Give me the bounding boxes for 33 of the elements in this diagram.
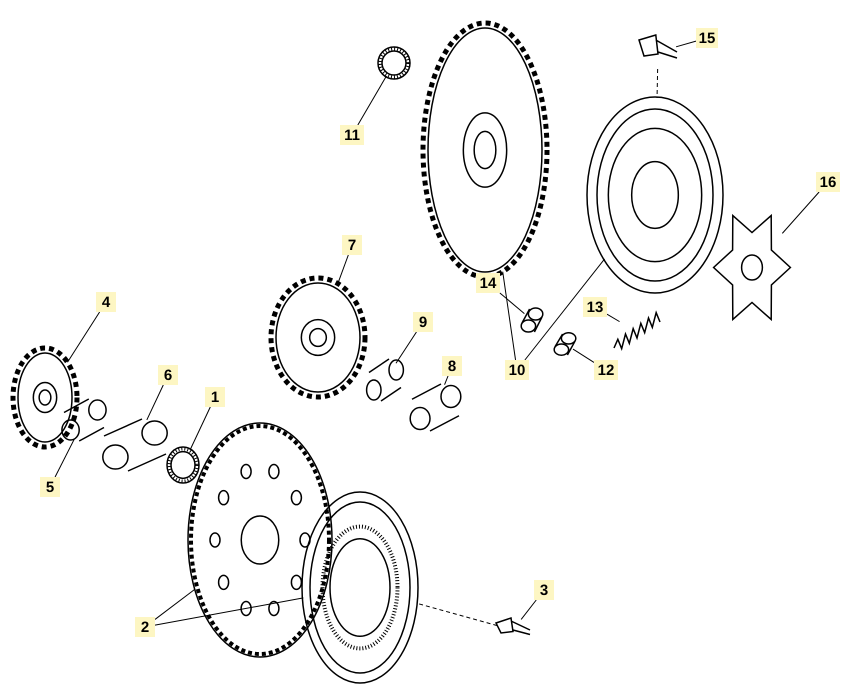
leader-line	[54, 438, 75, 478]
leader-line	[676, 40, 696, 48]
callout-number: 4	[96, 292, 116, 312]
callout-number: 10	[505, 360, 529, 380]
callout-number: 11	[340, 125, 364, 145]
callout-number: 8	[442, 356, 462, 376]
callout-number: 2	[135, 617, 155, 637]
leader-line	[154, 597, 304, 626]
callout-number: 9	[413, 312, 433, 332]
leader-line	[524, 258, 606, 360]
leader-line	[782, 192, 820, 234]
callout-number: 12	[594, 360, 618, 380]
callout-number: 15	[696, 28, 718, 48]
callout-number: 14	[476, 273, 500, 293]
leader-line	[357, 75, 387, 126]
callout-number: 13	[583, 297, 607, 317]
leader-line	[154, 588, 196, 620]
leader-line	[190, 406, 211, 450]
callout-number: 16	[816, 172, 840, 192]
callout-number: 7	[342, 235, 362, 255]
callout-number: 3	[534, 580, 554, 600]
callout-number: 6	[158, 365, 178, 385]
leader-line	[520, 600, 537, 620]
leader-line	[606, 314, 620, 322]
callout-number: 5	[40, 477, 60, 497]
callout-number: 1	[205, 387, 225, 407]
leader-line	[396, 332, 417, 364]
leader-line	[444, 376, 449, 386]
leader-line	[67, 312, 100, 363]
leader-line	[572, 348, 594, 363]
leader-line	[499, 292, 525, 314]
leader-line	[146, 384, 164, 420]
leader-line	[502, 271, 516, 360]
